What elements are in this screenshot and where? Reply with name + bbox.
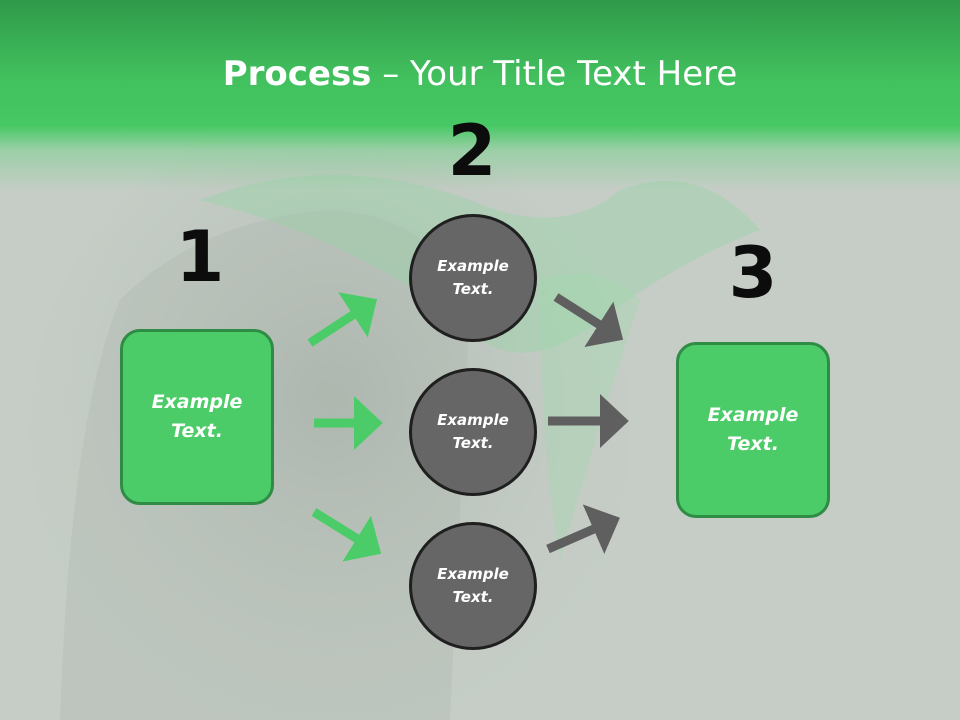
step2-circle-bottom-label: Example Text.: [437, 565, 509, 606]
step2-circle-top: Example Text.: [409, 214, 537, 342]
arrow-gray-down: [553, 293, 624, 348]
step2-circle-middle-label: Example Text.: [437, 411, 509, 452]
arrow-green-up: [307, 292, 378, 347]
header-band: [0, 0, 960, 190]
step2-circle-top-label: Example Text.: [437, 257, 509, 298]
step-number-2: 2: [447, 110, 497, 192]
slide-title: Process – Your Title Text Here: [0, 52, 960, 96]
step3-label: Example Text.: [707, 404, 799, 455]
step2-circle-bottom: Example Text.: [409, 522, 537, 650]
step3-box: Example Text.: [676, 342, 830, 518]
step-number-1: 1: [175, 216, 225, 298]
arrow-gray-up: [546, 504, 620, 554]
step2-circle-middle: Example Text.: [409, 368, 537, 496]
title-bold: Process: [222, 54, 372, 94]
title-rest: – Your Title Text Here: [371, 54, 738, 94]
arrow-green-down: [311, 508, 382, 562]
step1-label: Example Text.: [151, 391, 243, 442]
step1-box: Example Text.: [120, 329, 274, 505]
step-number-3: 3: [728, 232, 778, 314]
